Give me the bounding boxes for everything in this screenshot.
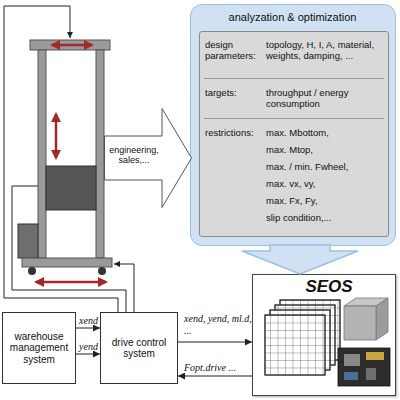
wheel xyxy=(98,267,106,275)
bottom-beam xyxy=(22,258,112,267)
control-wire xyxy=(12,186,126,312)
board-chip xyxy=(366,368,376,380)
product-name: SEOS xyxy=(289,277,369,297)
node-text: max. Mtop, xyxy=(266,145,386,156)
signal-arrow xyxy=(76,328,100,329)
node-text: restrictions: xyxy=(205,128,263,139)
mast-column xyxy=(96,50,104,258)
circuit-board xyxy=(338,348,390,386)
parameter-box: design parameters:topology, H, I, A, mat… xyxy=(199,31,389,237)
input-arrow: engineering, sales,... xyxy=(104,108,192,208)
board-connector xyxy=(366,352,384,360)
node-text: warehouse management system xyxy=(6,313,72,383)
flow-arrow xyxy=(242,245,358,274)
mini-pc xyxy=(344,298,388,306)
analysis-panel: design parameters:topology, H, I, A, mat… xyxy=(190,4,396,246)
grid-sheet xyxy=(280,300,340,360)
drive-unit xyxy=(18,224,38,258)
grid-sheet xyxy=(265,315,325,375)
node-text: topology, H, I, A, material, weights, da… xyxy=(266,40,386,62)
process-box: warehouse management system xyxy=(2,312,76,384)
mini-pc xyxy=(344,306,376,340)
motion-arrow xyxy=(36,281,106,284)
motion-arrow xyxy=(52,44,92,47)
node-text: max. Mbottom, xyxy=(266,128,386,139)
signal-label: yend xyxy=(79,341,101,353)
node-text: max. Fx, Fy, xyxy=(266,196,386,207)
grid-sheet xyxy=(275,305,335,365)
control-wire xyxy=(114,264,134,312)
panel-title: analyzation & optimization xyxy=(191,11,394,24)
grid-sheet xyxy=(265,315,325,375)
node-text: throughput / energy consumption xyxy=(266,88,386,110)
node-text: engineering, sales,... xyxy=(105,145,163,166)
mast-column xyxy=(38,50,46,258)
node-text: slip condition,... xyxy=(266,213,386,224)
node-text: design parameters: xyxy=(205,40,263,62)
lifting-carriage xyxy=(46,166,96,210)
row-separator xyxy=(204,118,384,119)
node-text: max. / min. Fwheel, xyxy=(266,162,386,173)
signal-label: xend xyxy=(79,315,101,327)
row-separator xyxy=(204,78,384,79)
signal-label: Fopt.drive ... xyxy=(184,362,252,374)
motion-arrow xyxy=(55,114,58,158)
board-connector xyxy=(344,372,358,380)
grid-sheet xyxy=(280,300,340,360)
grid-sheet xyxy=(270,310,330,370)
node-text: max. vx, vy, xyxy=(266,179,386,190)
node-text: drive control system xyxy=(104,313,174,383)
seos-box: SEOS xyxy=(252,274,396,396)
node-text: targets: xyxy=(205,88,263,99)
signal-arrow xyxy=(178,342,252,343)
wheel xyxy=(28,267,36,275)
signal-label: xend, yend, ml.d, ... xyxy=(184,313,252,337)
signal-arrow xyxy=(178,376,252,377)
mini-pc xyxy=(376,298,388,340)
arrow-shape xyxy=(105,109,192,208)
top-beam xyxy=(30,40,110,50)
signal-arrow xyxy=(76,354,100,355)
control-wire xyxy=(4,6,118,312)
grid-sheet xyxy=(275,305,335,365)
board-chip xyxy=(344,354,360,366)
process-box: drive control system xyxy=(100,312,178,384)
grid-sheet xyxy=(270,310,330,370)
